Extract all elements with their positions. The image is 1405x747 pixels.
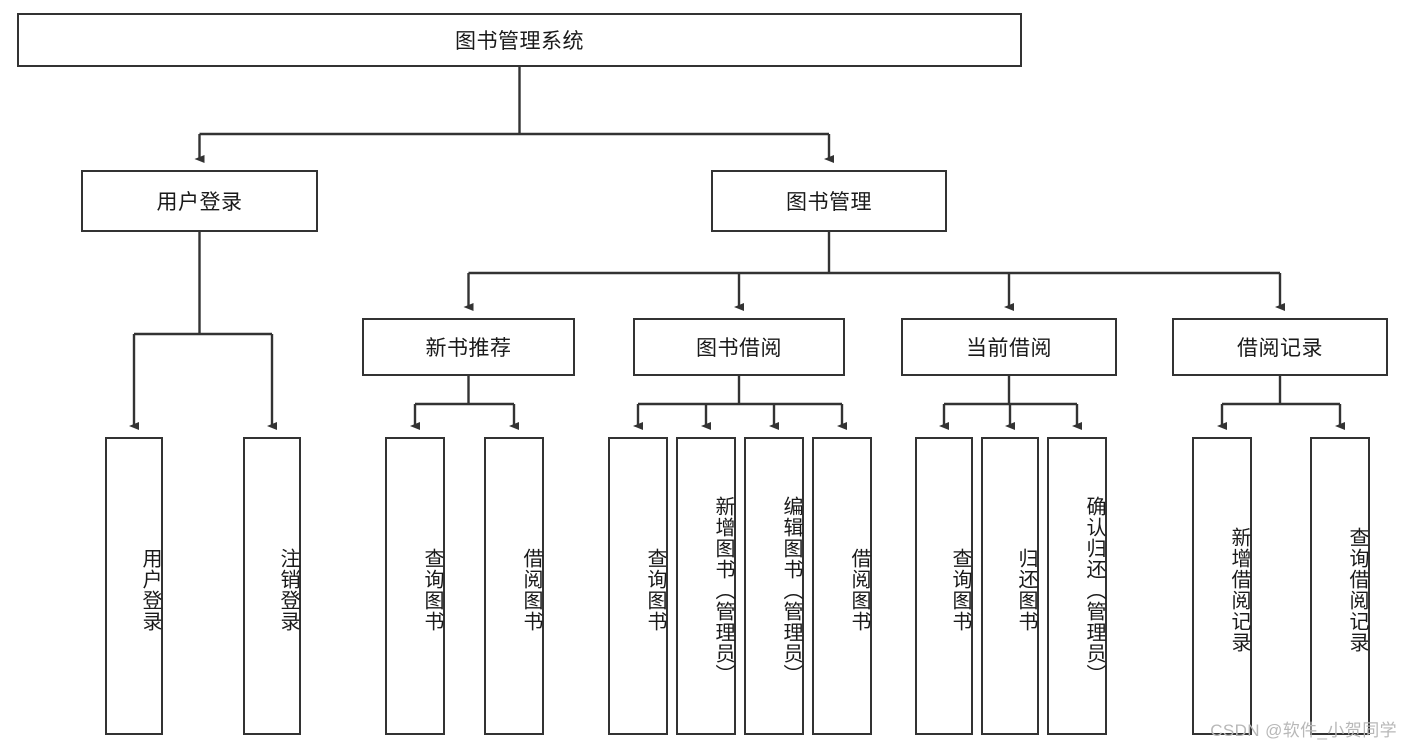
node-label: 注销登录	[277, 548, 299, 632]
node-leaf-bk-edit[interactable]: 编辑图书（管理员）	[744, 437, 804, 735]
node-label: 用户登录	[156, 191, 243, 214]
node-leaf-login[interactable]: 用户登录	[105, 437, 163, 735]
node-bookmgmt[interactable]: 图书管理	[711, 170, 947, 232]
node-label: 图书管理	[786, 191, 872, 214]
node-newbook[interactable]: 新书推荐	[362, 318, 575, 376]
node-label: 当前借阅	[966, 337, 1052, 360]
node-label: 查询图书	[421, 548, 443, 632]
node-label: 新增图书（管理员）	[712, 495, 734, 685]
node-label: 用户登录	[139, 548, 161, 632]
node-leaf-bk-lend[interactable]: 借阅图书	[812, 437, 872, 735]
node-label: 图书借阅	[696, 337, 782, 360]
node-label: 查询借阅记录	[1346, 527, 1368, 653]
node-leaf-bk-query[interactable]: 查询图书	[608, 437, 668, 735]
node-label: 借阅记录	[1237, 337, 1323, 360]
node-leaf-bk-add[interactable]: 新增图书（管理员）	[676, 437, 736, 735]
node-leaf-logout[interactable]: 注销登录	[243, 437, 301, 735]
node-label: 确认归还（管理员）	[1083, 495, 1105, 685]
node-label: 新书推荐	[425, 337, 512, 360]
node-label: 编辑图书（管理员）	[780, 495, 802, 685]
node-leaf-rc-query[interactable]: 查询借阅记录	[1310, 437, 1370, 735]
node-leaf-cb-query[interactable]: 查询图书	[915, 437, 973, 735]
node-leaf-nb-borrow[interactable]: 借阅图书	[484, 437, 544, 735]
node-borrow[interactable]: 图书借阅	[633, 318, 845, 376]
node-root[interactable]: 图书管理系统	[17, 13, 1022, 67]
node-leaf-nb-query[interactable]: 查询图书	[385, 437, 445, 735]
node-leaf-cb-confirm[interactable]: 确认归还（管理员）	[1047, 437, 1107, 735]
node-label: 查询图书	[949, 548, 971, 632]
node-label: 查询图书	[644, 548, 666, 632]
node-label: 借阅图书	[520, 548, 542, 632]
node-label: 归还图书	[1015, 548, 1037, 632]
node-leaf-rc-add[interactable]: 新增借阅记录	[1192, 437, 1252, 735]
node-login[interactable]: 用户登录	[81, 170, 318, 232]
node-leaf-cb-return[interactable]: 归还图书	[981, 437, 1039, 735]
node-current[interactable]: 当前借阅	[901, 318, 1117, 376]
node-label: 图书管理系统	[455, 30, 584, 53]
node-label: 借阅图书	[848, 548, 870, 632]
node-records[interactable]: 借阅记录	[1172, 318, 1388, 376]
node-label: 新增借阅记录	[1228, 527, 1250, 653]
